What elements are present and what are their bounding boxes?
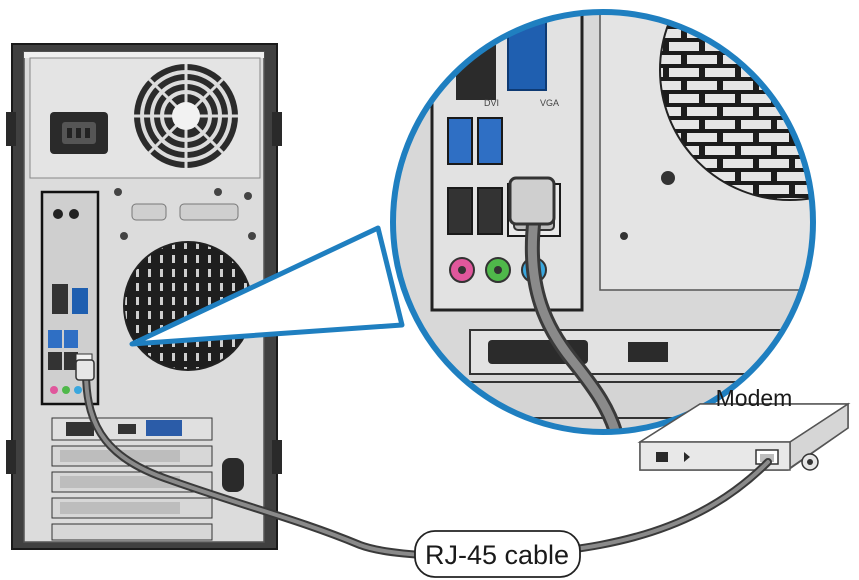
modem-device — [637, 402, 851, 471]
cable-label: RJ-45 cable — [425, 540, 569, 570]
psu-fan-icon — [134, 64, 238, 168]
rj45-cable — [75, 359, 772, 561]
cable-label-box: RJ-45 cable — [414, 530, 581, 578]
svg-text:VGA: VGA — [540, 98, 559, 108]
case-knockouts — [114, 188, 256, 240]
svg-text:DVI: DVI — [484, 98, 499, 108]
modem-label: Modem — [716, 385, 793, 411]
expansion-slots — [51, 417, 244, 541]
